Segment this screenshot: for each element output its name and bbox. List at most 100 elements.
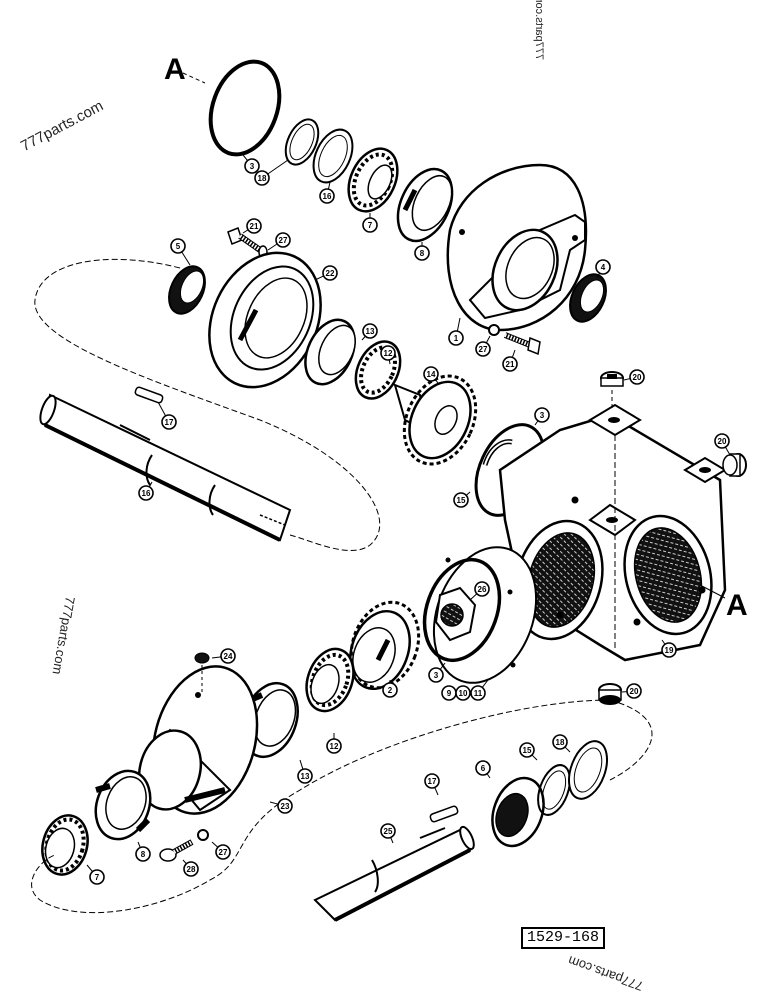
callout-number: 19 bbox=[665, 646, 674, 655]
callout-leader-line bbox=[212, 842, 218, 847]
callout-leader-line bbox=[270, 802, 278, 804]
callout-27: 27 bbox=[212, 842, 230, 859]
callout-leader-line bbox=[300, 760, 303, 769]
callout-leader-line bbox=[268, 244, 277, 250]
callout-4: 4 bbox=[596, 260, 610, 278]
callout-number: 14 bbox=[427, 370, 436, 379]
callout-22: 22 bbox=[315, 266, 337, 280]
drawing-reference-number: 1529-168 bbox=[521, 927, 605, 949]
watermark-top-right: 777parts.com bbox=[533, 0, 545, 60]
callout-leader-line bbox=[243, 155, 248, 161]
callout-number: 22 bbox=[326, 269, 335, 278]
bearing-housing-top bbox=[448, 165, 586, 330]
section-marker-a-top: A bbox=[164, 53, 205, 86]
callout-number: 25 bbox=[384, 827, 393, 836]
bearing-cone-7-low bbox=[36, 810, 94, 879]
callout-13: 13 bbox=[298, 760, 312, 783]
shaft-key-top bbox=[134, 386, 163, 403]
callout-number: 11 bbox=[474, 689, 483, 698]
bolt-with-washer-top bbox=[228, 228, 267, 258]
callout-leader-line bbox=[725, 447, 730, 455]
callout-leader-line bbox=[565, 747, 570, 752]
callout-5: 5 bbox=[171, 239, 190, 265]
callout-number: 27 bbox=[219, 848, 228, 857]
callout-number: 18 bbox=[258, 174, 267, 183]
callout-leader-line bbox=[268, 160, 288, 174]
callout-number: 6 bbox=[481, 764, 486, 773]
callout-24: 24 bbox=[212, 649, 235, 663]
callout-number: 10 bbox=[459, 689, 468, 698]
input-shaft bbox=[37, 394, 290, 540]
callout-number: 8 bbox=[420, 249, 425, 258]
callout-leader-line bbox=[624, 379, 630, 380]
o-ring-large bbox=[199, 52, 292, 164]
callout-15: 15 bbox=[454, 492, 470, 507]
callout-17: 17 bbox=[425, 774, 439, 795]
pinion-gear bbox=[391, 364, 490, 475]
callout-13: 13 bbox=[362, 324, 377, 340]
section-a-label: A bbox=[164, 53, 186, 86]
shaft-key-low bbox=[429, 805, 458, 822]
callout-leader-line bbox=[512, 350, 515, 357]
callout-number: 27 bbox=[279, 236, 288, 245]
callout-leader-line bbox=[182, 252, 190, 265]
callout-3: 3 bbox=[243, 155, 259, 173]
callout-20: 20 bbox=[624, 370, 644, 384]
callout-number: 18 bbox=[556, 738, 565, 747]
callout-3: 3 bbox=[429, 663, 445, 682]
callout-number: 21 bbox=[506, 360, 515, 369]
callout-number: 21 bbox=[250, 222, 259, 231]
callout-number: 4 bbox=[601, 263, 606, 272]
callout-number: 24 bbox=[224, 652, 233, 661]
callout-number: 13 bbox=[366, 327, 375, 336]
callout-8: 8 bbox=[136, 842, 150, 861]
callout-leader-line bbox=[243, 230, 248, 233]
callout-18: 18 bbox=[553, 735, 570, 752]
callout-28: 28 bbox=[183, 860, 198, 876]
callout-number: 5 bbox=[176, 242, 181, 251]
callout-10: 10 bbox=[456, 686, 470, 700]
callout-16: 16 bbox=[139, 482, 153, 500]
callout-14: 14 bbox=[424, 367, 438, 383]
callout-number: 8 bbox=[141, 850, 146, 859]
callout-7: 7 bbox=[87, 865, 104, 884]
callout-number: 3 bbox=[250, 162, 255, 171]
callout-25: 25 bbox=[381, 824, 395, 843]
callout-16: 16 bbox=[320, 182, 334, 203]
callout-number: 12 bbox=[384, 349, 393, 358]
callout-leader-line bbox=[138, 842, 140, 848]
callout-number: 1 bbox=[454, 334, 459, 343]
callout-27: 27 bbox=[476, 336, 490, 356]
callout-number: 12 bbox=[330, 742, 339, 751]
callout-leader-line bbox=[212, 657, 221, 658]
callout-leader-line bbox=[158, 402, 166, 416]
pipe-plug-top bbox=[601, 372, 623, 410]
callout-17: 17 bbox=[158, 402, 176, 429]
callout-leader-line bbox=[435, 787, 438, 795]
callout-number: 2 bbox=[388, 686, 393, 695]
callout-number: 27 bbox=[479, 345, 488, 354]
callout-leader-line bbox=[532, 755, 537, 760]
callout-7: 7 bbox=[363, 213, 377, 232]
callout-number: 3 bbox=[540, 411, 545, 420]
callout-18: 18 bbox=[255, 160, 288, 185]
callout-12: 12 bbox=[327, 733, 341, 753]
callout-number: 23 bbox=[281, 802, 290, 811]
callout-6: 6 bbox=[476, 761, 490, 778]
callout-number: 15 bbox=[523, 746, 532, 755]
callout-number: 13 bbox=[301, 772, 310, 781]
oil-seal-left bbox=[162, 261, 212, 320]
callout-number: 20 bbox=[718, 437, 727, 446]
callout-3: 3 bbox=[535, 408, 549, 425]
callout-number: 17 bbox=[165, 418, 174, 427]
bolt-with-washer-low bbox=[160, 830, 208, 861]
callout-20: 20 bbox=[715, 434, 730, 455]
callout-number: 7 bbox=[95, 873, 100, 882]
callout-27: 27 bbox=[268, 233, 290, 250]
pipe-plug-bottom bbox=[599, 684, 621, 705]
callout-number: 16 bbox=[323, 192, 332, 201]
output-hub bbox=[131, 655, 273, 826]
shim-washer-low bbox=[562, 736, 614, 804]
pipe-plug-side bbox=[723, 454, 746, 476]
